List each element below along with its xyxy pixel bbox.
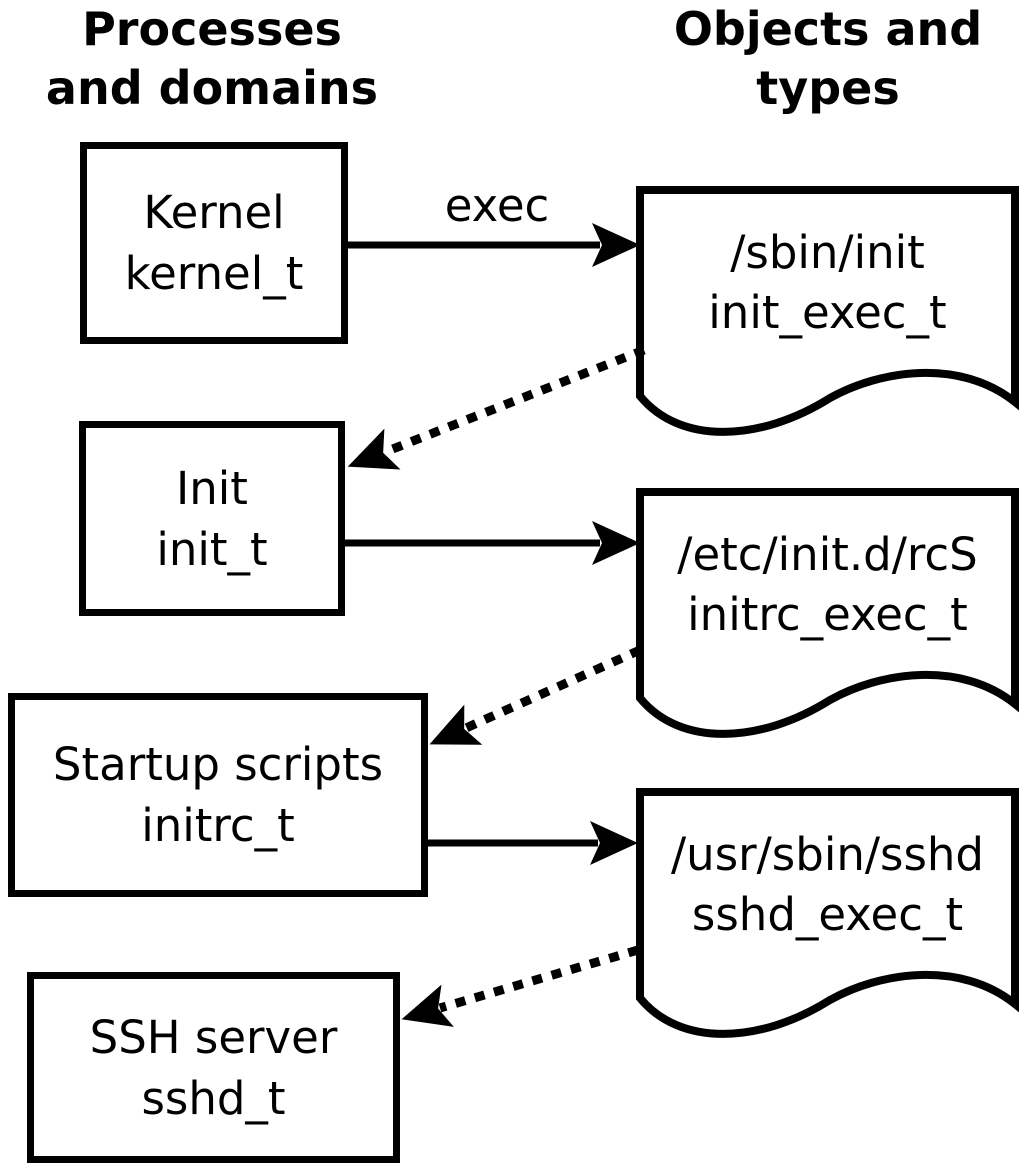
process-node-init: Init init_t	[79, 421, 345, 616]
header-line: types	[756, 61, 900, 115]
object-path: /sbin/init	[730, 226, 925, 279]
process-label: SSH server	[89, 1010, 338, 1064]
process-label: Init	[176, 461, 248, 515]
document-shape-etc-initd-rcs	[636, 488, 1019, 738]
process-domain: initrc_t	[141, 799, 295, 852]
object-node-etc-initd-rcs: /etc/init.d/rcS initrc_exec_t	[640, 494, 1015, 676]
process-node-kernel: Kernel kernel_t	[80, 142, 348, 344]
dotted-arrow-sshd-exec-to-sshd	[401, 945, 640, 1027]
process-node-ssh-server: SSH server sshd_t	[27, 972, 400, 1163]
document-shape-sbin-init	[636, 186, 1019, 436]
process-domain: kernel_t	[124, 247, 304, 300]
process-node-startup-scripts: Startup scripts initrc_t	[8, 693, 428, 897]
object-node-sbin-init: /sbin/init init_exec_t	[640, 192, 1015, 374]
header-line: Objects and	[673, 2, 983, 56]
process-label: Kernel	[143, 186, 285, 239]
object-type: sshd_exec_t	[691, 888, 964, 941]
process-label: Startup scripts	[52, 738, 384, 791]
dotted-arrow-initrc-exec-to-initrc	[429, 645, 642, 745]
object-path: /usr/sbin/sshd	[671, 828, 984, 881]
document-shape-usr-sbin-sshd	[636, 788, 1019, 1038]
exec-arrow-label: exec	[444, 179, 550, 232]
object-path: /etc/init.d/rcS	[677, 528, 978, 581]
object-type: init_exec_t	[708, 286, 947, 339]
process-domain: sshd_t	[141, 1071, 286, 1125]
column-header-processes: Processes and domains	[10, 0, 414, 118]
object-node-usr-sbin-sshd: /usr/sbin/sshd sshd_exec_t	[640, 794, 1015, 976]
process-domain: init_t	[156, 522, 268, 576]
dotted-arrow-init-exec-to-init	[347, 345, 646, 470]
header-line: and domains	[45, 61, 379, 115]
column-header-objects: Objects and types	[628, 0, 1024, 118]
object-type: initrc_exec_t	[687, 588, 968, 641]
header-line: Processes	[82, 2, 342, 56]
